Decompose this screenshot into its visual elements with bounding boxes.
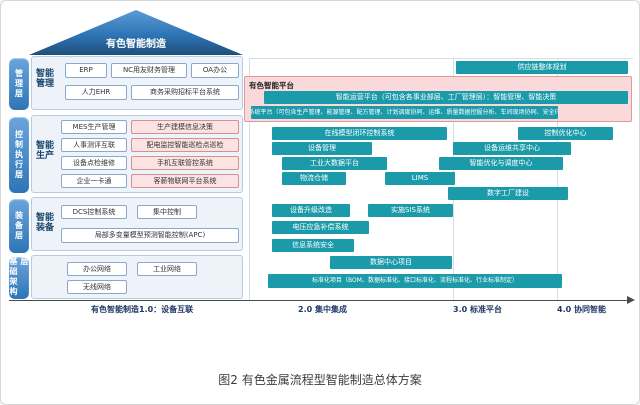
axis-phase-1: 有色智能制造1.0：设备互联 <box>91 305 194 314</box>
box-mobile-control: 手机互联管控系统 <box>131 156 239 170</box>
box-central-control: 集中控制 <box>137 205 197 219</box>
bar-sis-system: 实施SIS系统 <box>368 204 453 217</box>
bar-equipment-management: 设备管理 <box>272 142 372 155</box>
bar-logistics-warehouse: 物流仓储 <box>282 172 346 185</box>
phase-divider-1 <box>249 58 250 300</box>
layer-tab-infrastructure: 基础架构层 <box>9 257 29 299</box>
bar-control-optimization-center: 控制优化中心 <box>518 127 613 140</box>
smart-platform-label: 有色智能平台 <box>249 81 294 90</box>
bar-industrial-big-data: 工业大数据平台 <box>282 157 387 170</box>
box-oa: OA办公 <box>191 63 239 78</box>
layer-tab-equipment: 装备层 <box>9 199 29 253</box>
bar-digital-factory: 数字工厂建设 <box>448 187 568 200</box>
axis-arrow-icon <box>627 296 635 304</box>
figure-caption: 图2 有色金属流程型智能制造总体方案 <box>218 373 422 387</box>
maturity-axis <box>9 300 627 301</box>
box-apc: 局部多变量模型预测智能控制(APC) <box>61 228 239 243</box>
phase-divider-3 <box>557 58 558 300</box>
section-label-smart-production: 智能生产 <box>35 141 54 162</box>
bar-mim-platform: MIM系统平台（可包含生产管理、能源管理、配方管理、计划调度协同、运维、质量数据… <box>251 106 558 119</box>
box-wireless-network: 无线网络 <box>67 280 127 294</box>
layer-tab-control-execution: 控制执行层 <box>9 117 29 193</box>
box-dcs: DCS控制系统 <box>61 205 127 219</box>
box-mes: MES生产管理 <box>61 120 127 134</box>
box-procurement-platform: 商务采购招标平台系统 <box>131 85 239 100</box>
box-enterprise-card: 企业一卡通 <box>61 174 127 188</box>
layer-tab-management: 管理层 <box>9 58 29 110</box>
box-erp: ERP <box>65 63 107 78</box>
bar-equipment-upgrade: 设备升级改造 <box>272 204 350 217</box>
box-power-inspection: 配电监控智能巡检点巡检 <box>131 138 239 152</box>
bar-equipment-om-sharing-center: 设备运维共享中心 <box>453 142 571 155</box>
bar-optimization-dispatch-center: 智能优化与调度中心 <box>439 157 563 170</box>
bar-supply-chain-planning: 供应链整体规划 <box>456 61 628 74</box>
box-production-modeling: 生产建模信息决策 <box>131 120 239 134</box>
axis-phase-2: 2.0 集中集成 <box>298 305 347 314</box>
bar-lims: LIMS <box>385 172 455 185</box>
bar-information-security: 信息系统安全 <box>272 239 354 252</box>
roof-banner: 有色智能制造 <box>29 10 243 55</box>
box-equipment-inspection: 设备点检维修 <box>61 156 127 170</box>
section-label-smart-management: 智能管理 <box>35 69 54 90</box>
axis-phase-3: 3.0 标准平台 <box>453 305 502 314</box>
bar-standardization-project: 标准化项目（BOM、数据标准化、接口标准化、流程标准化、行业标准制定） <box>268 274 562 288</box>
roof-label: 有色智能制造 <box>106 39 166 50</box>
box-iot-platform: 客薪物联网平台系统 <box>131 174 239 188</box>
box-nc-finance: NC用友财务管理 <box>111 63 187 78</box>
box-ehr: 人力EHR <box>65 85 127 100</box>
bar-data-center-project: 数据中心项目 <box>330 256 452 269</box>
top-guide-line <box>249 58 633 59</box>
bar-voltage-compensation: 电压应急补偿系统 <box>272 221 369 234</box>
bar-online-closed-loop-control: 在线模型闭环控制系统 <box>272 127 447 140</box>
box-industrial-network: 工业网络 <box>137 262 197 276</box>
box-office-network: 办公网络 <box>67 262 127 276</box>
axis-phase-4: 4.0 协同智能 <box>557 305 606 314</box>
box-hr-evaluation: 人事测评互联 <box>61 138 127 152</box>
section-label-smart-equipment: 智能装备 <box>35 213 54 234</box>
bar-operations-platform: 智能运营平台（可包含各事业部层、工厂管理层）：智能管理、智能决策 <box>264 91 628 104</box>
